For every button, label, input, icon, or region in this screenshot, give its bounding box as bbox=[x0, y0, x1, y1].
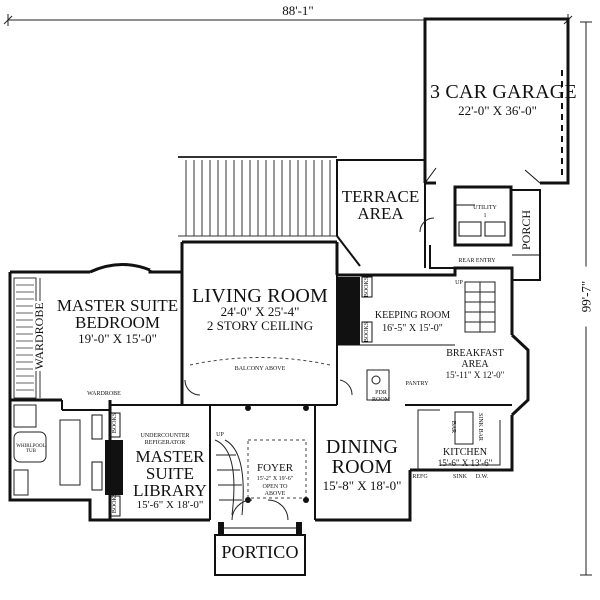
dining-line1: DINING bbox=[325, 436, 399, 458]
kitchen-counters bbox=[417, 409, 501, 470]
refg-label: REFG bbox=[412, 474, 428, 480]
books-label-keeping-bottom: BOOKS bbox=[364, 321, 370, 343]
garage-size: 22'-0" X 36'-0" bbox=[458, 103, 537, 118]
overall-depth-label: 99'-7" bbox=[579, 266, 594, 327]
bar-label: BAR bbox=[450, 420, 456, 434]
foyer-note2: ABOVE bbox=[264, 491, 286, 497]
undercounter-line2: REFIGERATOR bbox=[144, 440, 186, 446]
pdr-line2: ROOM bbox=[371, 397, 390, 403]
foyer-size: 15'-2" X 19'-6" bbox=[256, 476, 294, 482]
overall-width-label: 88'-1" bbox=[268, 4, 328, 17]
open-to-above-outline bbox=[247, 439, 307, 499]
master-bedroom-line2: BEDROOM bbox=[74, 313, 160, 332]
dining-line2: ROOM bbox=[331, 456, 393, 478]
books-label-library-top: BOOKS bbox=[112, 412, 118, 434]
foyer-up-label: UP bbox=[216, 432, 224, 438]
utility-porch-walls bbox=[429, 185, 541, 281]
portico-steps bbox=[214, 522, 306, 576]
dw-label: D.W. bbox=[475, 474, 489, 480]
pdr-fixtures bbox=[366, 369, 390, 401]
wardrobe-main-label: WARDROBE bbox=[32, 301, 46, 371]
kitchen-name: KITCHEN bbox=[443, 447, 487, 458]
kitchen-size: 15'-6" X 13'-6" bbox=[437, 458, 493, 468]
doors bbox=[184, 217, 435, 521]
balcony-line bbox=[189, 357, 331, 366]
dining-size: 15'-8" X 18'-0" bbox=[322, 478, 402, 493]
terrace-walls bbox=[336, 159, 426, 268]
terrace-label-line1: TERRACE bbox=[341, 187, 420, 206]
rear-up-label: UP bbox=[455, 280, 463, 286]
library-size: 15'-6" X 18'-0" bbox=[136, 499, 204, 511]
balcony-label: BALCONY ABOVE bbox=[234, 366, 286, 372]
foyer-name: FOYER bbox=[256, 462, 294, 474]
utility-name: UTILITY bbox=[473, 205, 497, 211]
books-label-library-bottom: BOOKS bbox=[112, 492, 118, 514]
portico-name: PORTICO bbox=[221, 542, 299, 562]
fireplaces bbox=[105, 277, 360, 495]
wardrobe-small-label: WARDROBE bbox=[87, 391, 121, 397]
living-room-size: 24'-0" X 25'-4" bbox=[220, 304, 300, 319]
library-line3: LIBRARY bbox=[133, 481, 207, 500]
master-bath-fixtures bbox=[13, 404, 81, 496]
keeping-room-size: 16'-5" X 15'-0" bbox=[382, 323, 443, 334]
master-bedroom-size: 19'-0" X 15'-0" bbox=[78, 331, 157, 346]
rear-entry-name: REAR ENTRY bbox=[458, 258, 496, 264]
terrace-pergola bbox=[178, 156, 337, 237]
master-bedroom-line1: MASTER SUITE bbox=[56, 296, 179, 315]
sink-label: SINK bbox=[452, 474, 467, 480]
sink-bar-label: SINK BAR bbox=[477, 413, 483, 441]
whirlpool-label: WHIRLPOOL TUB bbox=[16, 444, 46, 454]
foyer-note1: OPEN TO bbox=[262, 484, 288, 490]
utility-number: 1 bbox=[483, 213, 487, 219]
porch-name: PORCH bbox=[519, 210, 533, 251]
pdr-line1: PDR bbox=[375, 390, 387, 396]
breakfast-line2: AREA bbox=[461, 359, 489, 370]
living-room-name: LIVING ROOM bbox=[191, 285, 329, 307]
library-line2: SUITE bbox=[145, 464, 195, 483]
breakfast-line1: BREAKFAST bbox=[446, 348, 504, 359]
foyer-stair bbox=[214, 439, 244, 516]
garage-walls bbox=[423, 17, 570, 185]
rear-stair bbox=[464, 281, 496, 333]
library-line1: MASTER bbox=[135, 447, 205, 466]
pantry-label: PANTRY bbox=[405, 381, 429, 387]
garage-name: 3 CAR GARAGE bbox=[430, 81, 577, 103]
keeping-room-name: KEEPING ROOM bbox=[374, 310, 451, 321]
terrace-label-line2: AREA bbox=[357, 204, 404, 223]
books-label-keeping-top: BOOKS bbox=[364, 276, 370, 298]
bookshelves bbox=[91, 276, 373, 517]
undercounter-line1: UNDERCOUNTER bbox=[140, 433, 190, 439]
main-house-walls bbox=[8, 240, 530, 522]
breakfast-size: 15'-11" X 12'-0" bbox=[445, 370, 505, 380]
living-room-note: 2 STORY CEILING bbox=[206, 318, 314, 333]
